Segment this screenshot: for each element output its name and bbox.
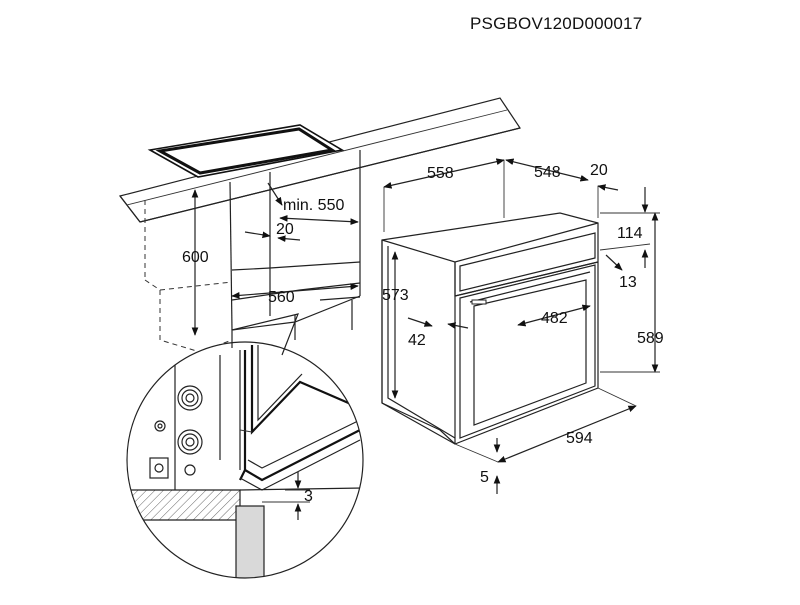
oven-dims <box>383 158 660 494</box>
cabinet-dims <box>191 182 359 336</box>
dim-oven-depth: 548 <box>534 164 561 181</box>
dim-oven-width: 594 <box>566 430 593 447</box>
hob <box>147 124 345 178</box>
dim-min-width: min. 550 <box>283 197 344 214</box>
oven <box>381 212 599 445</box>
dim-door-offset: 42 <box>408 332 426 349</box>
dim-bottom-gap: 5 <box>480 469 489 486</box>
dim-body-height: 573 <box>382 287 409 304</box>
dim-cabinet-depth: 560 <box>268 289 295 306</box>
dim-body-width: 482 <box>541 310 568 327</box>
dim-gap-left: 20 <box>276 221 294 238</box>
dim-detail-gap: 3 <box>304 488 313 505</box>
detail-view <box>126 313 364 579</box>
dim-panel-offset: 13 <box>619 274 637 291</box>
drawing-code: PSGBOV120D000017 <box>470 14 643 33</box>
dim-cabinet-height: 600 <box>182 249 209 266</box>
dim-oven-height: 589 <box>637 330 664 347</box>
cabinet <box>144 150 361 353</box>
countertop <box>118 97 521 223</box>
dim-oven-depth-total: 558 <box>427 165 454 182</box>
dim-panel-height: 114 <box>617 225 643 242</box>
dim-front-offset: 20 <box>590 162 608 179</box>
